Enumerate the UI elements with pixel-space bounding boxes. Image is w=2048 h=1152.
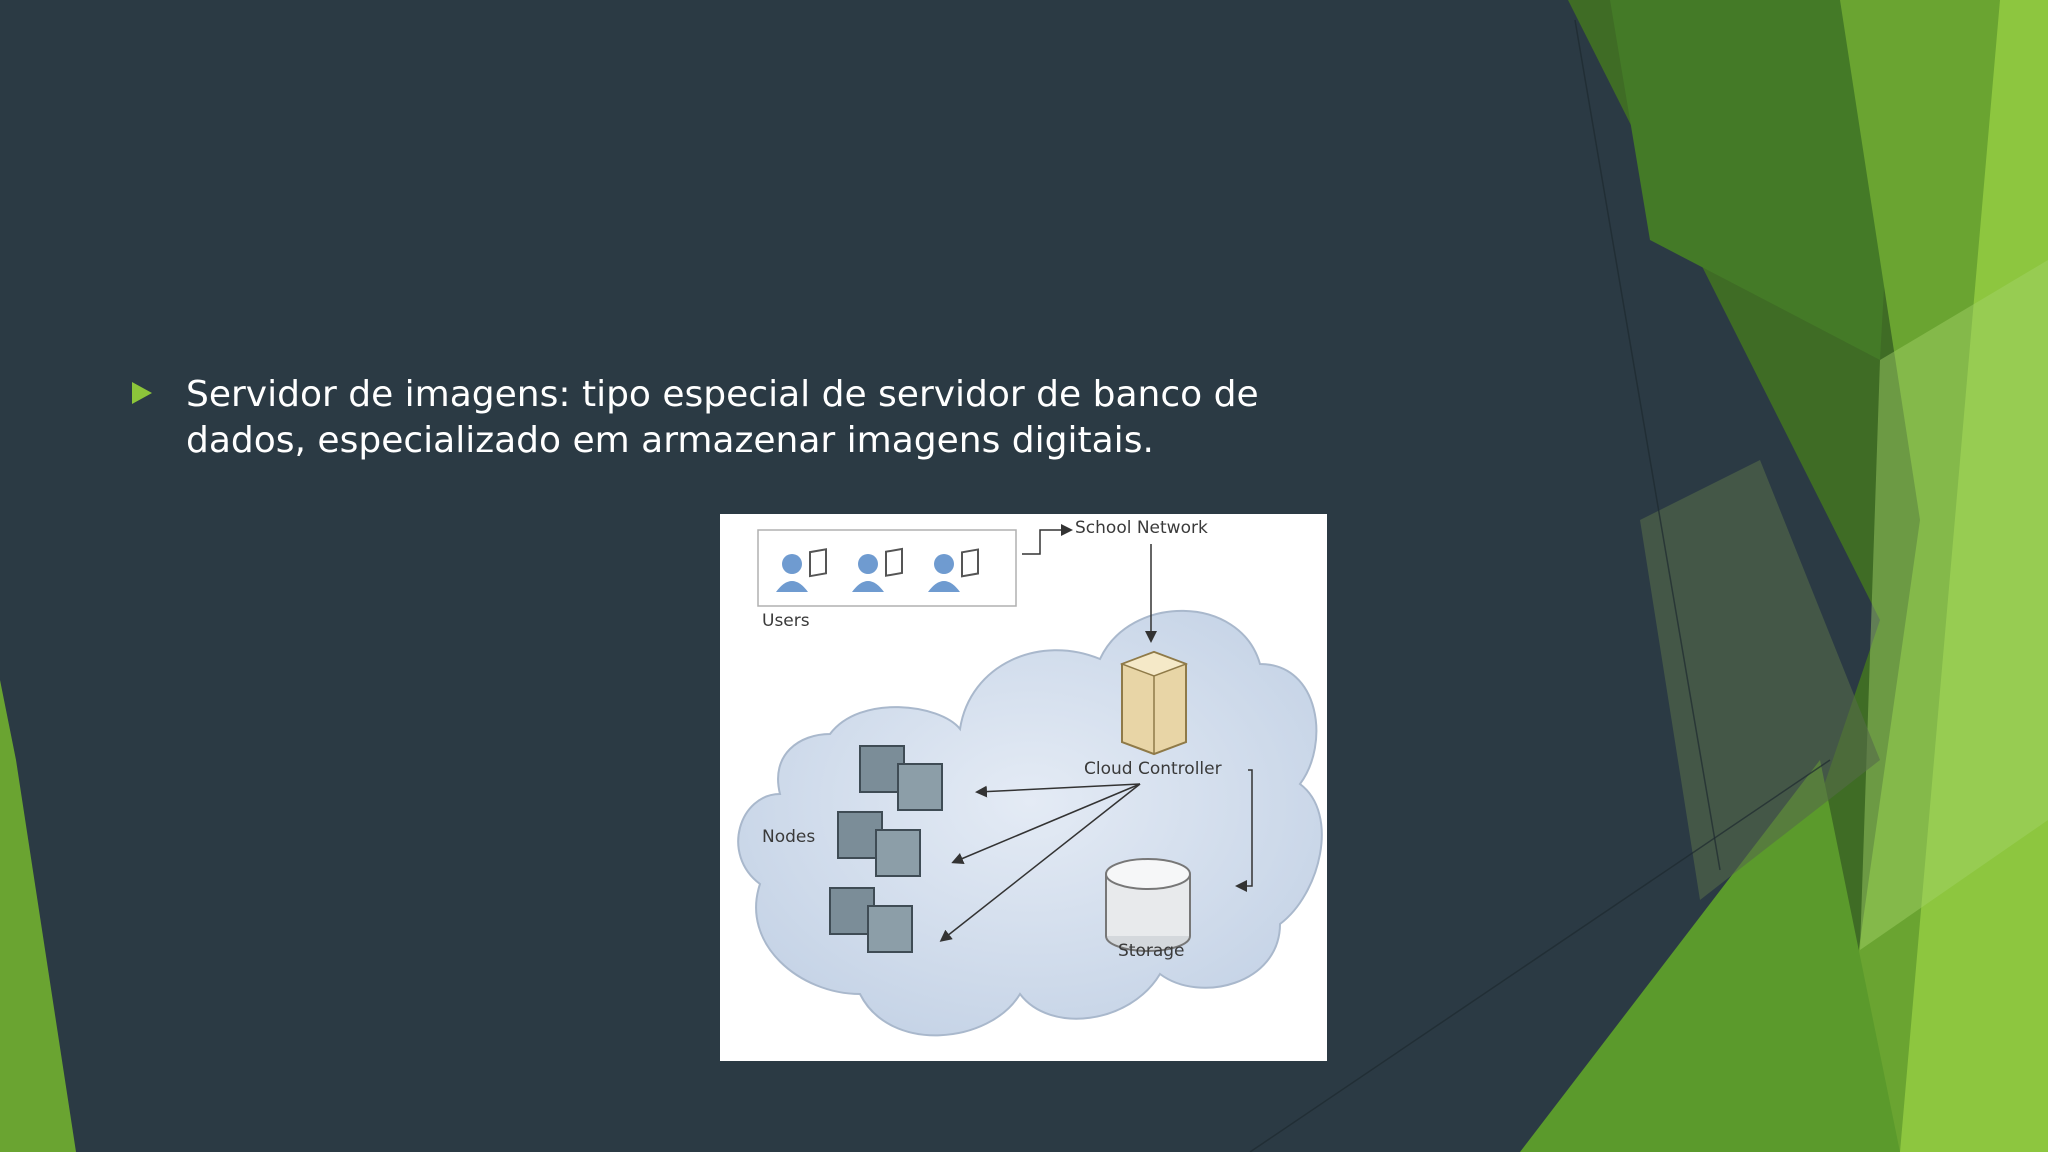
cloud-controller-label: Cloud Controller bbox=[1084, 759, 1222, 779]
user-computer-icon bbox=[776, 548, 827, 592]
user-computer-icon bbox=[852, 547, 903, 592]
left-green-sliver bbox=[0, 680, 76, 1152]
bullet-item: Servidor de imagens: tipo especial de se… bbox=[130, 372, 1370, 464]
lower-right-green-panel bbox=[1520, 760, 1900, 1152]
thin-diagonal-line bbox=[1249, 759, 1831, 1152]
cloud-controller-server-icon bbox=[1119, 650, 1189, 756]
bullet-text: Servidor de imagens: tipo especial de se… bbox=[186, 374, 1259, 461]
cloud-architecture-diagram: Users School Network Cloud Controller No… bbox=[720, 514, 1327, 1061]
storage-database-icon bbox=[1105, 858, 1191, 952]
controller-node-arrow bbox=[975, 783, 1141, 798]
thin-diagonal-line bbox=[1574, 19, 1721, 871]
storage-label: Storage bbox=[1118, 941, 1185, 961]
server-rack-icon bbox=[859, 745, 943, 811]
right-bright-green-band bbox=[1900, 0, 2048, 1152]
user-computer-icon bbox=[928, 548, 979, 592]
lower-right-shadow-facet bbox=[1640, 460, 1880, 900]
bullet-arrow-icon bbox=[130, 372, 186, 410]
users-label: Users bbox=[762, 611, 810, 631]
controller-node-arrow bbox=[951, 783, 1141, 865]
server-rack-icon bbox=[829, 887, 913, 953]
cloud-icon bbox=[737, 609, 1323, 1037]
nodes-label: Nodes bbox=[762, 827, 815, 847]
users-network-connector bbox=[1022, 524, 1073, 555]
controller-storage-connector bbox=[1235, 769, 1253, 892]
school-network-label: School Network bbox=[1075, 518, 1208, 538]
right-translucent-facet bbox=[1860, 260, 2048, 950]
server-rack-icon bbox=[837, 811, 921, 877]
right-mid-green-panel bbox=[1610, 0, 1900, 360]
controller-node-arrow bbox=[939, 783, 1141, 942]
